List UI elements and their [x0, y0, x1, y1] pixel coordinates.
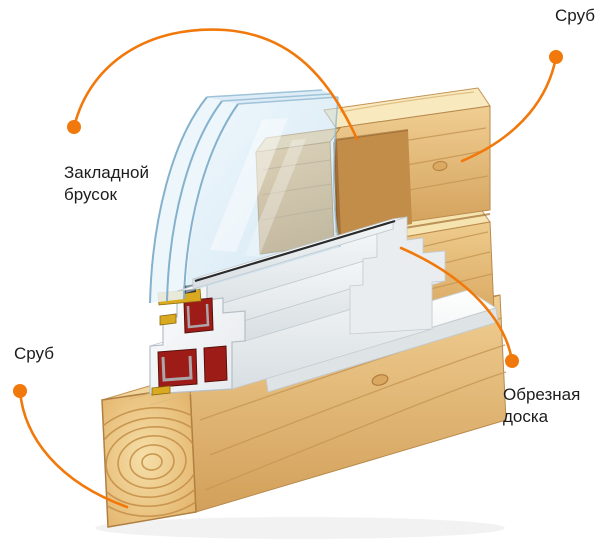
callouts: [13, 28, 563, 509]
beam-notch: [333, 129, 412, 238]
callout-line: [399, 246, 514, 363]
pane-edges-fill: [150, 97, 238, 303]
steel-reinforcement: [161, 303, 210, 382]
label-text-line2: доска: [503, 407, 549, 426]
pane-edge-lines: [149, 96, 239, 304]
label-zakladnoy-brusok: Закладной брусок: [64, 162, 149, 206]
callout-zakladnoy-brusok: [67, 28, 359, 141]
callout-srub-bottom: [13, 384, 129, 509]
end-grain-rings: [102, 406, 196, 518]
callout-line: [72, 28, 359, 141]
ground-shadow: [95, 517, 505, 539]
pvc-window-profile: [149, 216, 446, 396]
label-srub-bottom: Сруб: [14, 343, 54, 365]
label-text-line1: Обрезная: [503, 385, 581, 404]
triple-glazing-unit: [149, 89, 341, 304]
callout-dot: [549, 50, 563, 64]
label-text: Сруб: [14, 344, 54, 363]
label-obreznaya-doska: Обрезная доска: [503, 384, 580, 428]
callout-dot: [13, 384, 27, 398]
label-text-line1: Закладной: [64, 163, 149, 182]
callout-line: [18, 389, 129, 509]
callout-srub-top: [460, 50, 563, 163]
label-text-line2: брусок: [64, 185, 117, 204]
callout-dot: [67, 120, 81, 134]
label-srub-top: Сруб: [555, 5, 595, 27]
pane-top-lines: [206, 89, 339, 105]
callout-obreznaya-doska: [399, 246, 519, 368]
callout-dot: [505, 354, 519, 368]
glass-face: [186, 97, 340, 293]
glazing-gasket-line: [194, 219, 396, 283]
glass-right-edge: [333, 96, 341, 248]
glass-reflections: [210, 118, 306, 257]
callout-line: [460, 55, 558, 163]
glazing-bead: [176, 216, 408, 292]
log-beam-top: [323, 87, 491, 238]
profile-extrusion-faces: [149, 216, 446, 395]
label-text: Сруб: [555, 6, 595, 25]
